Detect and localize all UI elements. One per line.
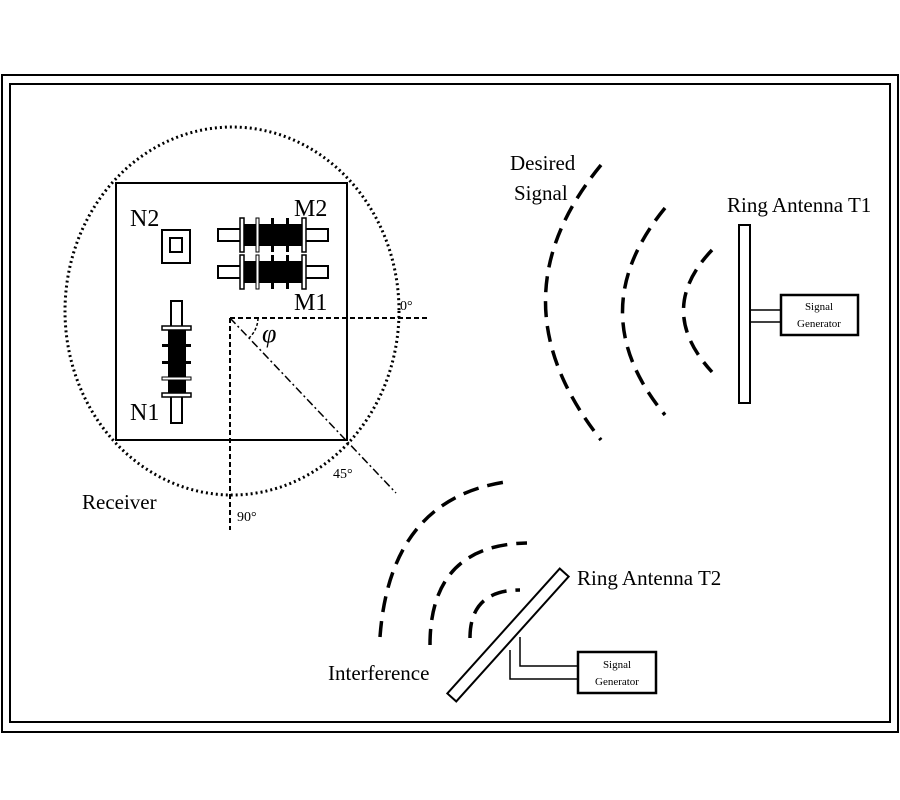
axis-45-degree [229, 317, 397, 494]
desired-signal-waves [543, 163, 714, 442]
coil-m2 [217, 217, 329, 253]
ring-antenna-t2 [445, 567, 571, 703]
label-n2: N2 [130, 206, 159, 232]
wave-middle [428, 541, 528, 646]
receiver-boundary-circle [63, 125, 401, 497]
label-ring-antenna-t2: Ring Antenna T2 [577, 566, 721, 590]
wave-inner [681, 248, 714, 374]
inner-frame [9, 83, 891, 723]
interference-waves [378, 480, 528, 646]
label-phi: φ [262, 319, 276, 348]
ring-antenna-t1 [738, 224, 751, 404]
label-interference: Interference [328, 661, 429, 685]
coil-n1 [161, 300, 192, 424]
gen-t2-line2: Generator [595, 676, 639, 688]
label-0-degree: 0° [400, 299, 413, 314]
gen-t1-line1: Signal [805, 301, 833, 313]
wave-middle [620, 206, 667, 417]
label-n1: N1 [130, 400, 159, 426]
coil-m1 [217, 254, 329, 290]
wave-inner [468, 588, 521, 639]
receiver-board [115, 182, 348, 441]
label-90-degree: 90° [237, 510, 257, 525]
label-receiver: Receiver [82, 490, 157, 514]
label-signal: Signal [514, 181, 568, 205]
wave-outer [543, 163, 603, 442]
wave-outer [378, 480, 506, 638]
label-m2: M2 [294, 196, 327, 222]
signal-generator-t1 [779, 293, 860, 337]
outer-frame [1, 74, 899, 733]
coil-n2 [161, 229, 191, 264]
label-ring-antenna-t1: Ring Antenna T1 [727, 193, 871, 217]
label-m1: M1 [294, 290, 327, 316]
label-desired: Desired [510, 151, 576, 175]
phi-arc [248, 317, 259, 339]
gen-t1-line2: Generator [797, 318, 841, 330]
signal-generator-t2 [576, 650, 658, 695]
gen-t2-line1: Signal [603, 659, 631, 671]
label-45-degree: 45° [333, 467, 353, 482]
